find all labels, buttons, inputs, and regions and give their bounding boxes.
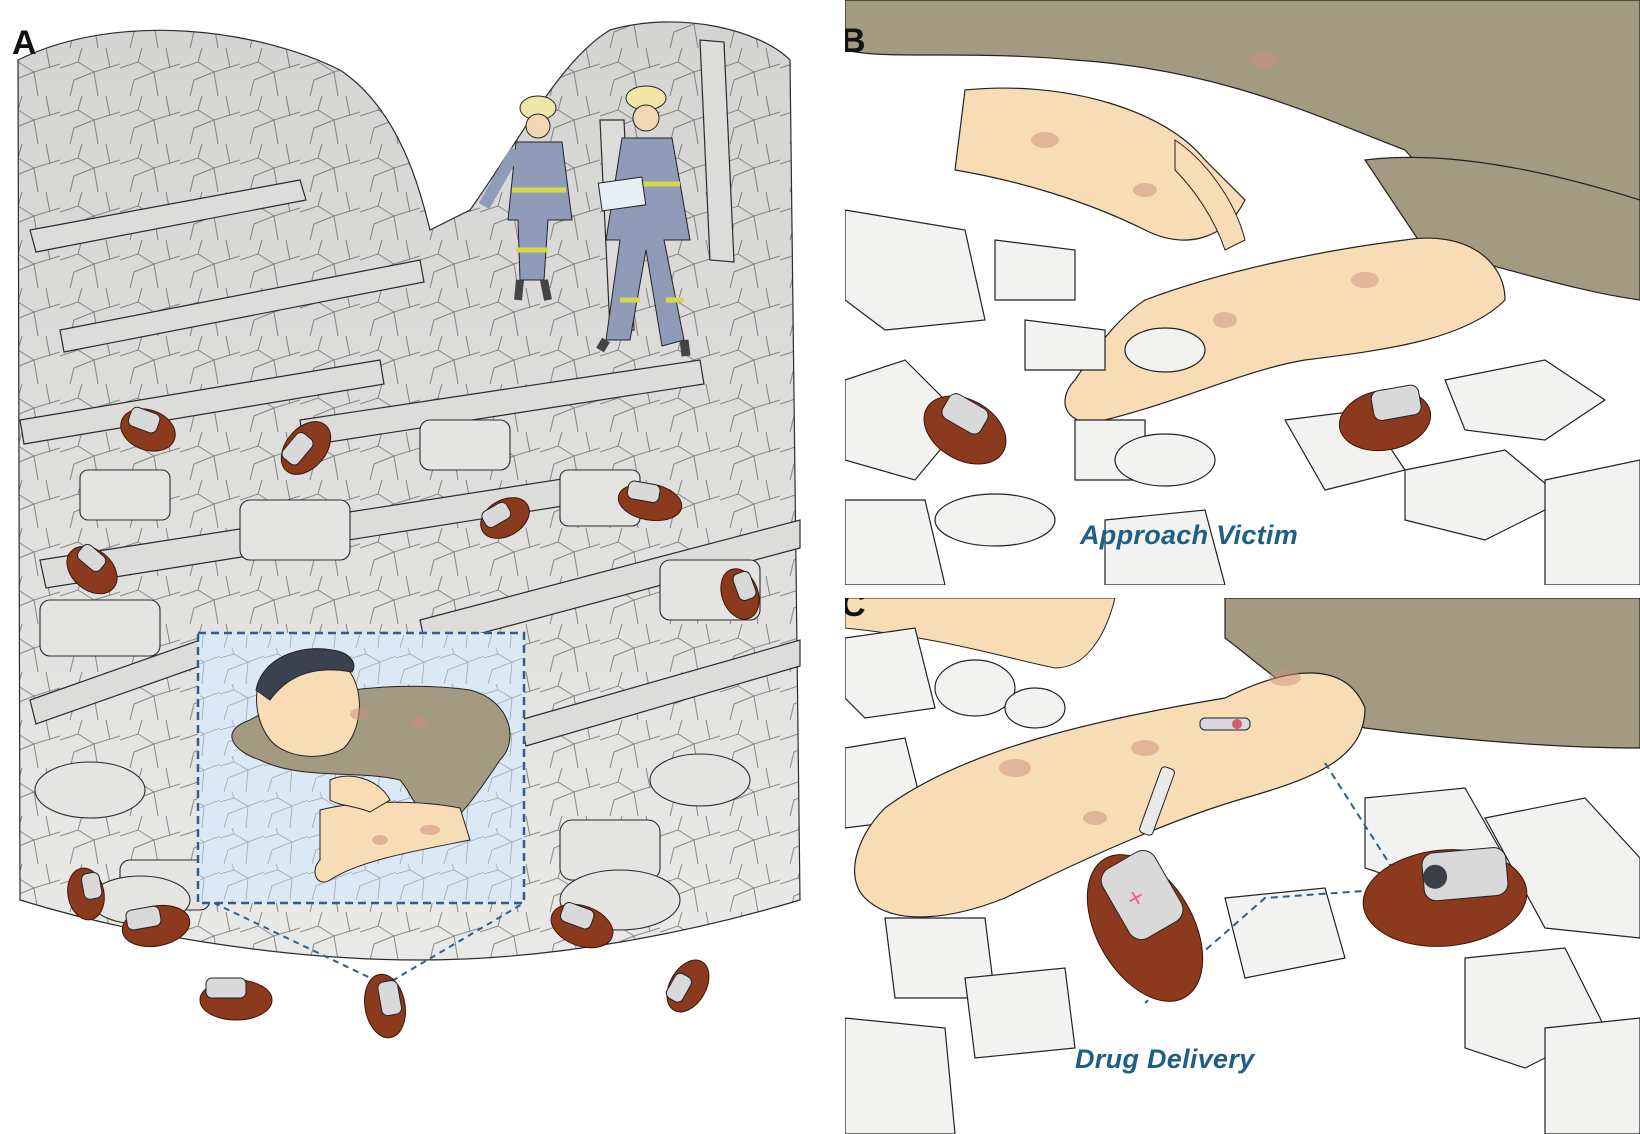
- panel-a: A: [12, 21, 801, 1039]
- rubble-scene-illustration: [17, 21, 801, 1039]
- syringe-icon: [1139, 717, 1251, 836]
- cockroach-robots-b: [923, 384, 1432, 465]
- panel-b-letter: B: [845, 22, 866, 60]
- panel-b: B Approach Victim: [845, 0, 1640, 585]
- cockroach-robots-a: [66, 406, 760, 1039]
- rescue-worker-left: [478, 95, 573, 301]
- drug-delivery-illustration: +: [845, 598, 1640, 1134]
- panel-c-letter: C: [845, 598, 866, 624]
- approach-victim-illustration: [845, 0, 1640, 585]
- panel-c: + C Drug Delivery: [845, 598, 1640, 1134]
- panel-c-caption: Drug Delivery: [1075, 1044, 1255, 1074]
- panel-b-caption: Approach Victim: [1080, 520, 1299, 550]
- panel-a-letter: A: [12, 24, 37, 62]
- victim-inset: [196, 631, 526, 905]
- rescue-worker-right: [596, 85, 691, 357]
- cockroach-robots-c: +: [1086, 847, 1528, 1002]
